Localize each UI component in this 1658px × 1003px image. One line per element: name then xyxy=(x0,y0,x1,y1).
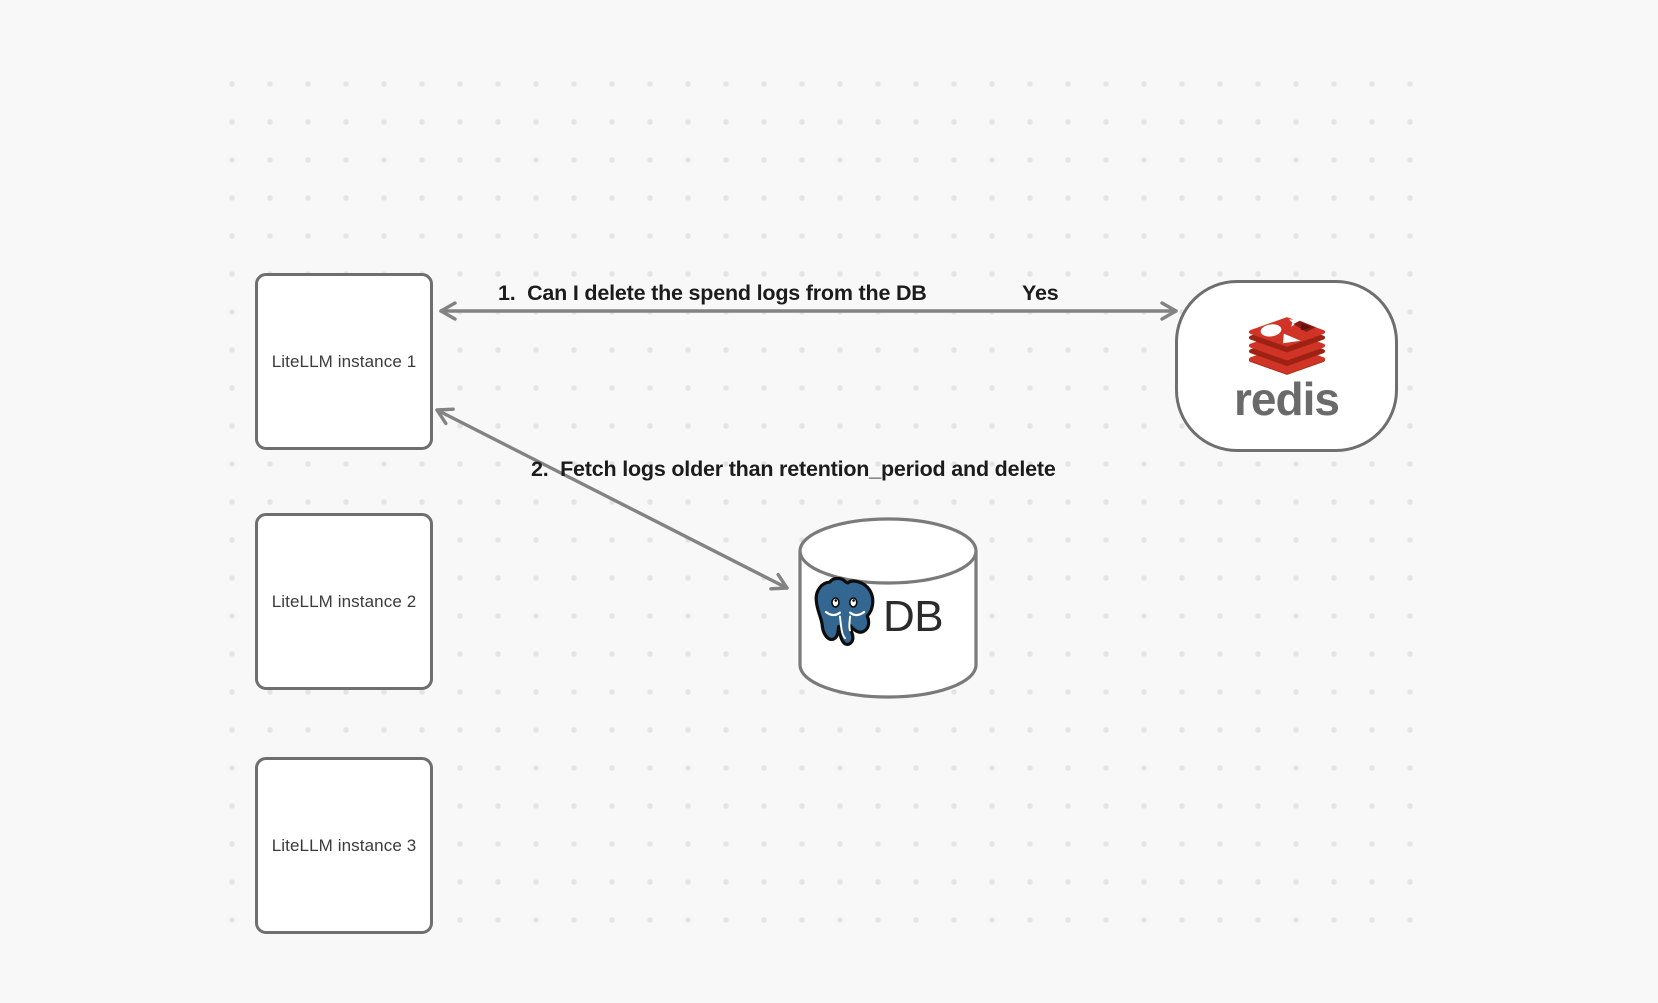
db-label: DB xyxy=(883,592,944,641)
redis-stack-icon xyxy=(1248,314,1325,375)
node-label: LiteLLM instance 1 xyxy=(271,351,417,371)
postgresql-elephant-icon xyxy=(814,577,875,646)
node-litellm-instance-3[interactable]: LiteLLM instance 3 xyxy=(255,757,433,934)
node-litellm-instance-1[interactable]: LiteLLM instance 1 xyxy=(255,273,433,450)
redis-wordmark: redis xyxy=(1234,372,1340,425)
arrow-instance1-to-db[interactable] xyxy=(435,407,789,591)
database-cylinder-icon xyxy=(798,517,978,699)
edge-label-fetch-logs: 2. Fetch logs older than retention_perio… xyxy=(531,457,1056,481)
edge-label-delete-spend-logs: 1. Can I delete the spend logs from the … xyxy=(498,281,927,305)
edge-label-yes: Yes xyxy=(1022,281,1059,305)
node-litellm-instance-2[interactable]: LiteLLM instance 2 xyxy=(255,513,433,690)
node-label: LiteLLM instance 2 xyxy=(271,591,417,611)
node-db[interactable]: DB xyxy=(797,515,979,701)
node-label: LiteLLM instance 3 xyxy=(271,835,417,855)
node-redis[interactable]: redis xyxy=(1175,280,1398,452)
